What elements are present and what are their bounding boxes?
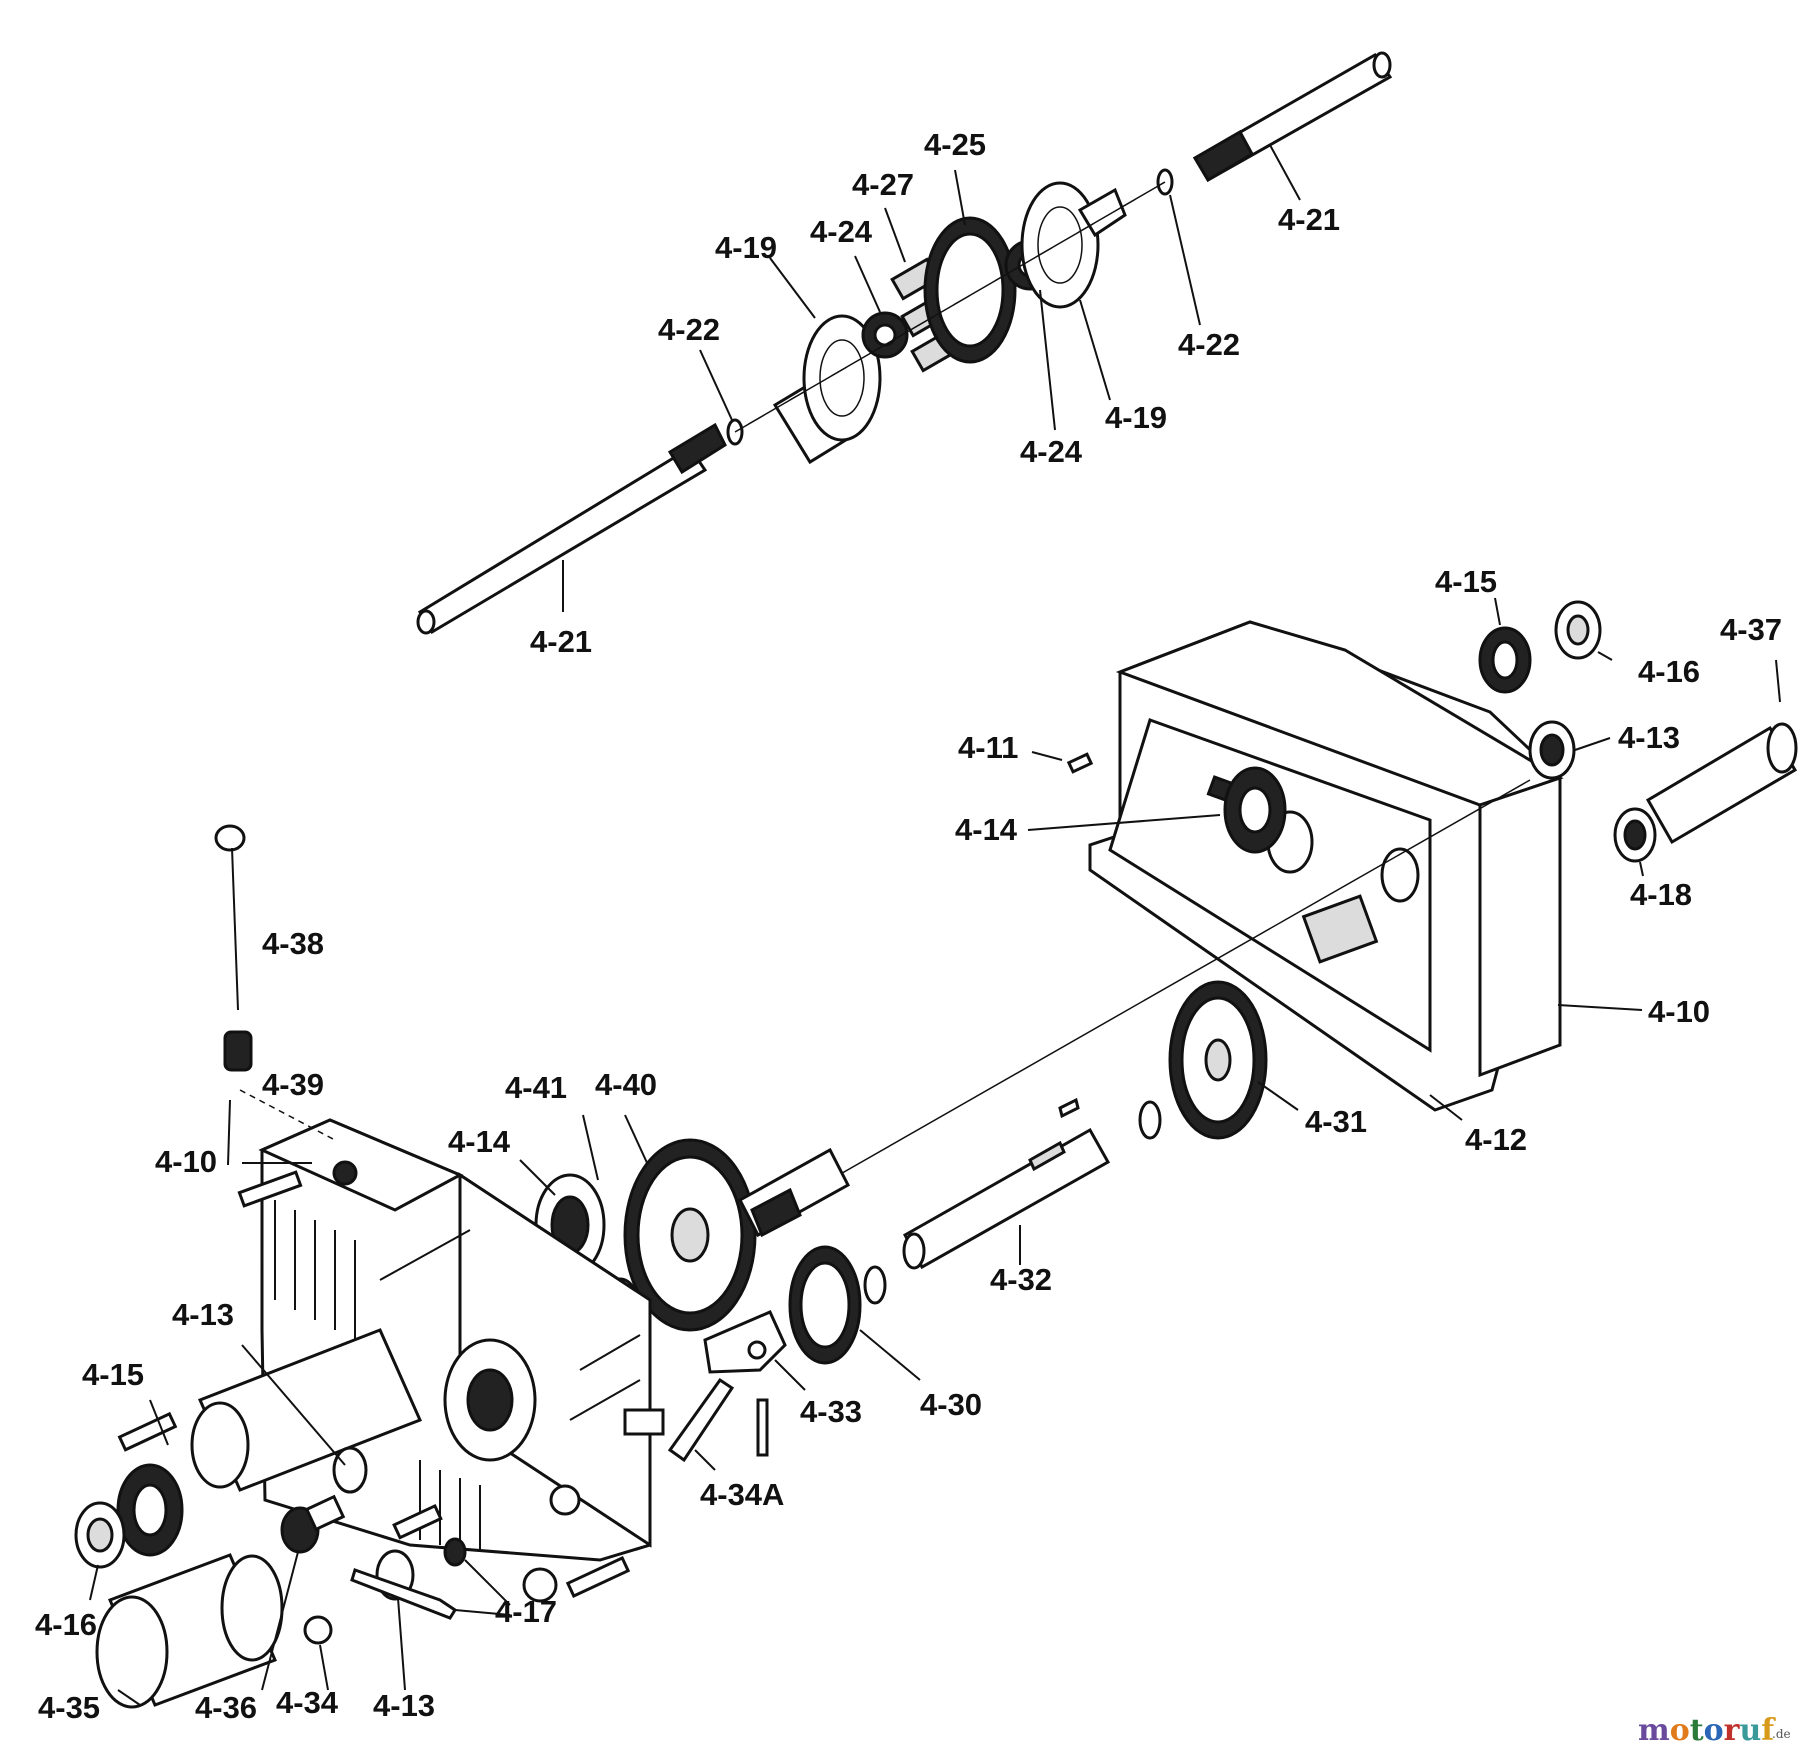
watermark-logo: motoruf .de — [1638, 1713, 1791, 1748]
label-4-27: 4-27 — [852, 167, 914, 202]
lever-4-17 — [350, 1568, 458, 1620]
pin — [756, 1398, 769, 1457]
shift-rod-4-34a — [667, 1377, 735, 1463]
label-4-34a: 4-34A — [700, 1477, 784, 1512]
spacer-tube-4-37 — [1645, 725, 1798, 845]
case-left-tab — [623, 1408, 665, 1436]
label-4-13-bottom: 4-13 — [373, 1688, 435, 1723]
case-half-right — [1088, 620, 1564, 1112]
part-labels: 4-25 4-27 4-19 4-24 4-22 4-21 4-22 4-19 … — [35, 127, 1782, 1725]
cooling-fins — [274, 1200, 481, 1550]
fill-hole — [332, 1160, 358, 1186]
label-4-30: 4-30 — [920, 1387, 982, 1422]
label-4-41: 4-41 — [505, 1070, 567, 1105]
snap-ring-mid — [1138, 1100, 1162, 1140]
side-gear-housing-right — [1020, 181, 1100, 309]
watermark-suffix: .de — [1772, 1727, 1791, 1741]
axle-spline-right — [1192, 129, 1255, 183]
label-4-31: 4-31 — [1305, 1104, 1367, 1139]
label-4-39: 4-39 — [262, 1067, 324, 1102]
label-4-18: 4-18 — [1630, 877, 1692, 912]
label-4-15-right: 4-15 — [1435, 564, 1497, 599]
label-4-25: 4-25 — [924, 127, 986, 162]
keyway — [1028, 1140, 1066, 1172]
label-4-19-left: 4-19 — [715, 230, 777, 265]
label-4-15-left: 4-15 — [82, 1357, 144, 1392]
label-4-10-left: 4-10 — [155, 1144, 217, 1179]
shift-arm-4-33 — [703, 1310, 787, 1374]
bolt-top-left — [237, 1170, 303, 1208]
right-small-parts — [1066, 600, 1798, 863]
label-4-21-left: 4-21 — [530, 624, 592, 659]
shaft-4-32 — [902, 1127, 1111, 1270]
bolt-lower-mid — [392, 1503, 443, 1540]
dipstick-tube-4-39 — [223, 1030, 253, 1072]
label-4-24-top: 4-24 — [810, 214, 873, 249]
case-right-boss — [1301, 894, 1379, 964]
through-bolt-1 — [379, 1229, 471, 1281]
label-4-33: 4-33 — [800, 1394, 862, 1429]
label-4-12: 4-12 — [1465, 1122, 1527, 1157]
axle-spline-left — [667, 422, 727, 475]
label-4-22-left: 4-22 — [658, 312, 720, 347]
label-4-10-right: 4-10 — [1648, 994, 1710, 1029]
case-right-flange — [1108, 718, 1432, 1053]
label-4-13-left: 4-13 — [172, 1297, 234, 1332]
label-4-34: 4-34 — [276, 1685, 339, 1720]
case-right-top — [1115, 620, 1564, 807]
through-bolt-2 — [569, 1379, 641, 1421]
label-4-16-right: 4-16 — [1638, 654, 1700, 689]
label-4-38: 4-38 — [262, 926, 324, 961]
washer-4-17 — [443, 1537, 467, 1567]
left-small-parts — [74, 824, 467, 1709]
case-right-bore-2 — [1380, 847, 1420, 903]
dowel-4-11 — [1066, 752, 1094, 774]
bearing-4-13-left — [332, 1446, 368, 1494]
dipstick-4-38 — [231, 847, 239, 1011]
label-4-14-right: 4-14 — [955, 812, 1018, 847]
snap-ring-right — [1156, 168, 1174, 196]
oil-filter-4-35 — [95, 1595, 169, 1709]
label-4-22-right: 4-22 — [1178, 327, 1240, 362]
upper-axle-assembly — [416, 51, 1393, 635]
label-4-32: 4-32 — [990, 1262, 1052, 1297]
nut-4-34 — [303, 1615, 333, 1645]
label-4-40: 4-40 — [595, 1067, 657, 1102]
label-4-13-right: 4-13 — [1618, 720, 1680, 755]
label-4-11: 4-11 — [958, 730, 1018, 765]
axle-shaft-left-end — [416, 609, 436, 635]
side-gear-housing-left — [802, 314, 882, 442]
case-half-left — [117, 1118, 665, 1603]
label-4-37: 4-37 — [1720, 612, 1782, 647]
key — [1058, 1097, 1080, 1119]
bolt-4-15 — [117, 1411, 178, 1452]
label-4-14-left: 4-14 — [448, 1124, 511, 1159]
label-4-17: 4-17 — [495, 1594, 557, 1629]
label-4-24-bottom: 4-24 — [1020, 434, 1083, 469]
label-4-19-right: 4-19 — [1105, 400, 1167, 435]
label-4-21-right: 4-21 — [1278, 202, 1340, 237]
side-gear-hub-right — [1077, 187, 1127, 238]
watermark-brand: motoruf — [1638, 1713, 1776, 1748]
leader-lines — [89, 144, 1781, 1706]
bolt-bottom — [565, 1555, 631, 1599]
snap-ring-4-30 — [863, 1265, 887, 1305]
dipstick-cap — [214, 824, 246, 852]
label-4-36: 4-36 — [195, 1690, 257, 1725]
label-4-35: 4-35 — [38, 1690, 100, 1725]
label-4-16-left: 4-16 — [35, 1607, 97, 1642]
through-bolt-3 — [579, 1334, 641, 1371]
case-right-side — [1478, 775, 1562, 1078]
case-left-flange — [458, 1172, 652, 1548]
